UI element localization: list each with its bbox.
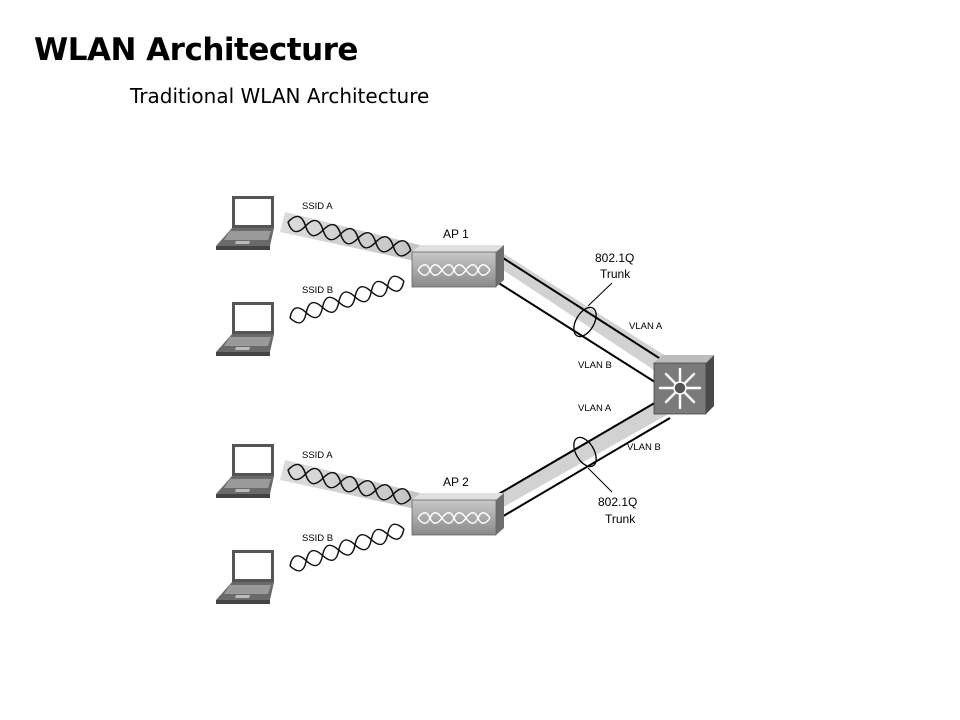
trunk-callout-top: [587, 282, 613, 307]
trunk-label-top-line1: 802.1Q: [595, 251, 634, 265]
ssid-beam-a-bottom: [280, 460, 420, 510]
trunk-bundle-ellipse-top: [573, 306, 597, 338]
vlan-a-label-lower: VLAN A: [578, 403, 612, 414]
trunk-line-vlan-b-bottom: [499, 417, 671, 519]
ap1-label: AP 1: [443, 227, 469, 241]
laptop-icon: [216, 550, 274, 604]
slide-subtitle: Traditional WLAN Architecture: [130, 84, 430, 108]
trunk-line-vlan-a-top: [499, 255, 671, 366]
vlan-b-label-upper: VLAN B: [578, 360, 612, 371]
laptop-icon: [216, 444, 274, 498]
laptop-icon: [216, 196, 274, 250]
vlan-a-label-upper: VLAN A: [629, 321, 663, 332]
trunk-beam-bottom: [494, 400, 672, 510]
trunk-bundle-ellipse-bottom: [573, 436, 597, 468]
trunk-label-top-line2: Trunk: [600, 267, 631, 281]
access-point-icon-ap2: [411, 493, 504, 536]
ssid-b-label-top: SSID B: [302, 285, 333, 296]
ssid-a-label-bottom: SSID A: [302, 450, 333, 461]
access-point-icon-ap1: [411, 245, 504, 288]
ssid-b-label-bottom: SSID B: [302, 533, 333, 544]
trunk-label-bottom-line1: 802.1Q: [598, 495, 637, 509]
trunk-label-bottom-line2: Trunk: [605, 512, 636, 526]
trunk-line-vlan-a-bottom: [496, 400, 659, 496]
slide-title: WLAN Architecture: [34, 32, 358, 68]
trunk-line-vlan-b-top: [496, 281, 659, 385]
ap2-label: AP 2: [443, 475, 469, 489]
ssid-beam-a-top: [280, 212, 420, 262]
laptop-icon: [216, 302, 274, 356]
ssid-a-label-top: SSID A: [302, 201, 333, 212]
multilayer-switch-icon: [653, 355, 714, 415]
vlan-b-label-lower: VLAN B: [627, 442, 661, 453]
ssid-b-signal-top: [286, 272, 407, 327]
trunk-callout-bottom: [587, 467, 613, 493]
ssid-b-signal-bottom: [286, 520, 407, 575]
